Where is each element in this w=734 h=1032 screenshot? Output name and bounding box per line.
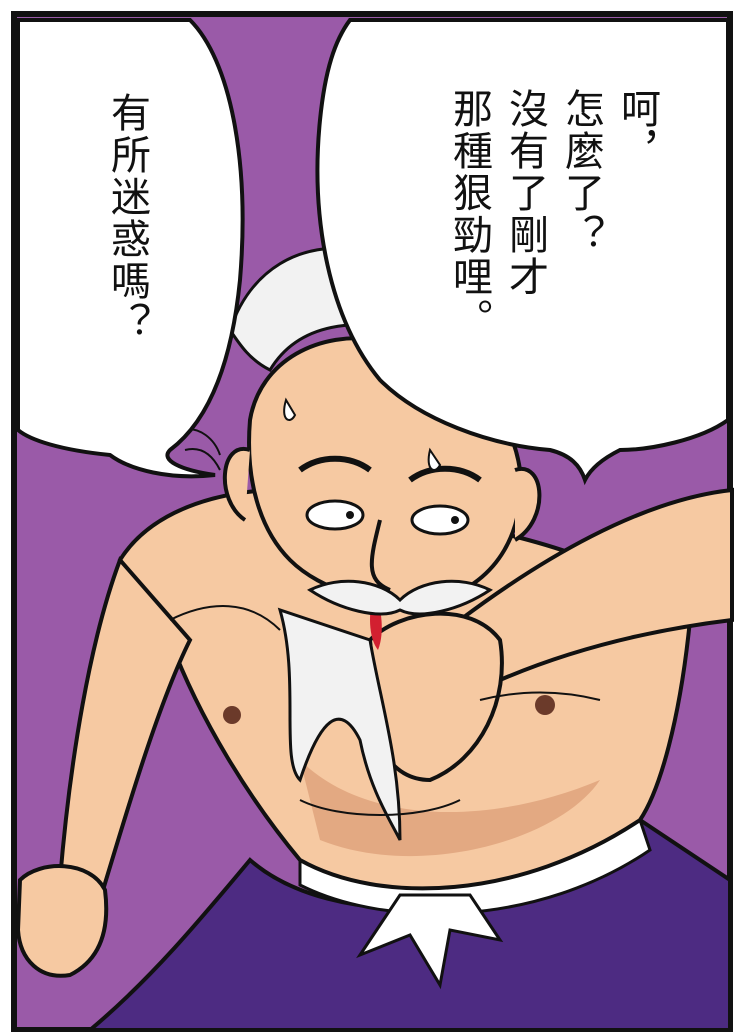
right-pupil <box>451 516 459 524</box>
mustache <box>307 579 493 616</box>
speech-bubble-right <box>315 18 730 486</box>
sweat-drop-1 <box>283 397 297 421</box>
left-ear <box>223 446 251 522</box>
speech-text-right-line-3: 沒有了剛才 <box>502 88 548 298</box>
sweat-drop-2 <box>427 447 442 471</box>
speech-text-right-line-4: 那種狠勁哩。 <box>446 88 492 340</box>
abs-line-1 <box>299 799 461 816</box>
speech-text-right-line-2: 怎麼了？ <box>558 88 604 256</box>
left-pupil <box>346 511 354 519</box>
beard <box>277 607 402 841</box>
sash-knot <box>356 893 504 990</box>
muscle-line-1 <box>169 605 281 631</box>
chest-mark-left <box>223 706 241 724</box>
left-eyebrow <box>298 455 372 473</box>
speech-text-left: 有所迷惑嗎？ <box>104 92 150 344</box>
speech-bubble-left <box>16 18 245 479</box>
speech-text-right-line-1: 呵， <box>614 88 660 172</box>
chest-mark-right <box>535 695 555 715</box>
right-ear <box>513 466 542 542</box>
muscle-line-2 <box>479 691 601 701</box>
nose <box>369 519 391 592</box>
right-arm <box>457 487 734 683</box>
left-fist <box>15 864 109 978</box>
torso-shadow <box>300 760 600 857</box>
left-eye <box>305 499 365 531</box>
right-eye <box>410 504 470 536</box>
right-eyebrow <box>408 465 482 483</box>
